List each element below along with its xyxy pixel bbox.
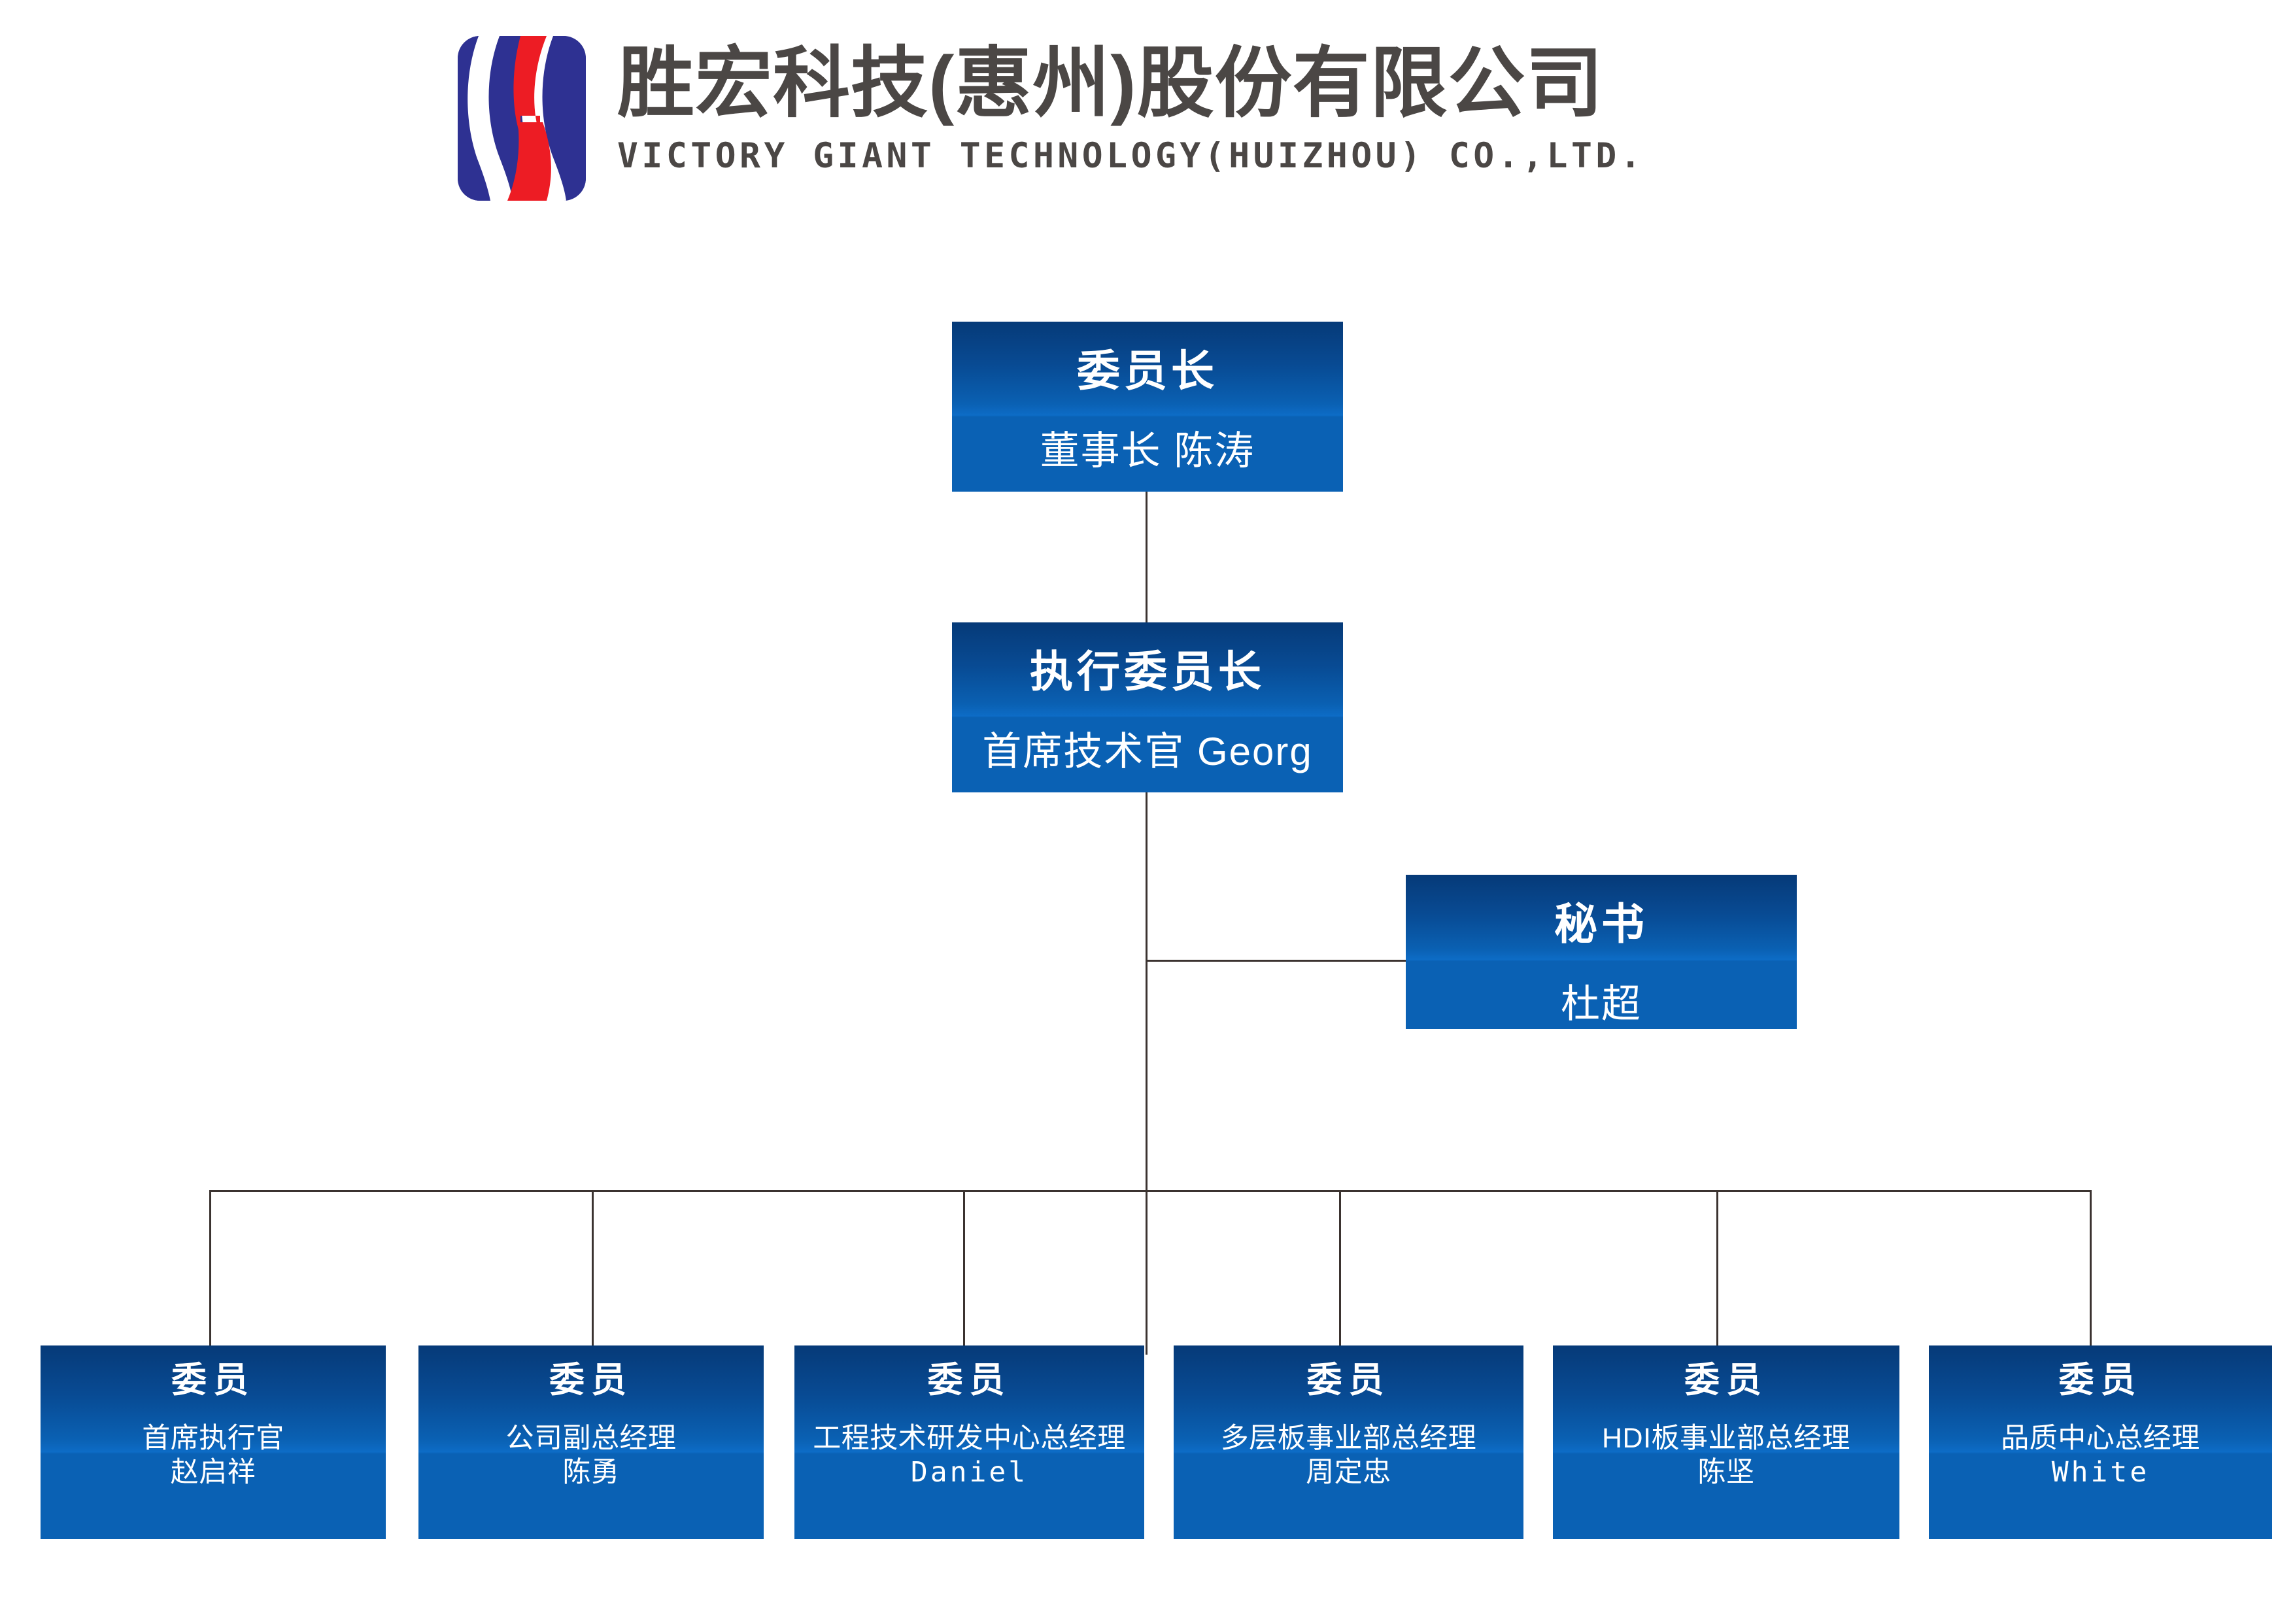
connector-member-bar: [209, 1190, 2090, 1192]
node-secretary-title: 秘书: [1554, 900, 1648, 948]
connector-executive-to-secretary: [1146, 960, 1406, 962]
node-member-2[interactable]: 委员 公司副总经理 陈勇: [418, 1345, 764, 1539]
node-member-2-detail: 公司副总经理 陈勇: [506, 1421, 677, 1490]
node-member-4[interactable]: 委员 多层板事业部总经理 周定忠: [1174, 1345, 1523, 1539]
node-secretary[interactable]: 秘书 杜超: [1406, 875, 1797, 1029]
connector-drop-member-5: [1716, 1190, 1718, 1345]
node-member-1-name: 赵启祥: [170, 1457, 256, 1489]
connector-drop-member-3: [963, 1190, 965, 1345]
node-member-1-title: 委员: [171, 1361, 255, 1400]
connector-drop-member-4: [1339, 1190, 1341, 1345]
node-member-3-name: Daniel: [910, 1456, 1028, 1489]
node-member-6-name: White: [2051, 1456, 2150, 1489]
node-member-2-name: 陈勇: [562, 1457, 620, 1489]
company-header: 胜宏科技(惠州)股份有限公司 VICTORY GIANT TECHNOLOGY(…: [458, 36, 1644, 201]
node-member-4-name: 周定忠: [1306, 1457, 1391, 1489]
node-member-2-title: 委员: [549, 1361, 633, 1400]
node-chairman-title: 委员长: [1077, 347, 1218, 395]
node-member-5-detail: HDI板事业部总经理 陈坚: [1602, 1421, 1850, 1490]
node-member-3[interactable]: 委员 工程技术研发中心总经理 Daniel: [794, 1345, 1144, 1539]
connector-drop-member-6: [2090, 1190, 2092, 1345]
company-name-block: 胜宏科技(惠州)股份有限公司 VICTORY GIANT TECHNOLOGY(…: [617, 36, 1644, 176]
node-member-4-role: 多层板事业部总经理: [1220, 1423, 1477, 1454]
node-member-6-detail: 品质中心总经理 White: [2001, 1421, 2200, 1490]
company-name-cn: 胜宏科技(惠州)股份有限公司: [617, 41, 1604, 127]
node-member-3-role: 工程技术研发中心总经理: [813, 1423, 1126, 1454]
node-member-1-role: 首席执行官: [142, 1423, 284, 1454]
node-member-3-detail: 工程技术研发中心总经理 Daniel: [813, 1421, 1126, 1490]
connector-chairman-to-executive: [1146, 492, 1148, 634]
connector-executive-trunk: [1146, 792, 1148, 1355]
node-member-1-detail: 首席执行官 赵启祥: [142, 1421, 284, 1490]
node-member-6-role: 品质中心总经理: [2001, 1423, 2200, 1454]
node-member-5-role: HDI板事业部总经理: [1601, 1423, 1851, 1454]
node-executive-chairman-subtitle: 首席技术官 Georg: [982, 730, 1313, 773]
node-member-1[interactable]: 委员 首席执行官 赵启祥: [41, 1345, 386, 1539]
company-name-en: VICTORY GIANT TECHNOLOGY(HUIZHOU) CO.,LT…: [617, 136, 1645, 177]
connector-drop-member-2: [592, 1190, 594, 1345]
node-member-3-title: 委员: [927, 1361, 1012, 1400]
node-member-5-name: 陈坚: [1697, 1457, 1755, 1489]
node-member-6-title: 委员: [2058, 1361, 2143, 1400]
node-chairman-subtitle: 董事长 陈涛: [1040, 429, 1255, 473]
node-secretary-subtitle: 杜超: [1561, 982, 1642, 1026]
node-member-5-title: 委员: [1684, 1361, 1768, 1400]
node-member-4-title: 委员: [1306, 1361, 1391, 1400]
connector-drop-member-1: [209, 1190, 211, 1345]
node-chairman[interactable]: 委员长 董事长 陈涛: [952, 322, 1343, 492]
victory-giant-s-logo-icon: [458, 36, 586, 201]
node-member-2-role: 公司副总经理: [505, 1423, 677, 1454]
node-executive-chairman-title: 执行委员长: [1030, 647, 1265, 696]
node-member-4-detail: 多层板事业部总经理 周定忠: [1221, 1421, 1477, 1490]
node-executive-chairman[interactable]: 执行委员长 首席技术官 Georg: [952, 622, 1343, 792]
node-member-6[interactable]: 委员 品质中心总经理 White: [1929, 1345, 2272, 1539]
node-member-5[interactable]: 委员 HDI板事业部总经理 陈坚: [1553, 1345, 1899, 1539]
